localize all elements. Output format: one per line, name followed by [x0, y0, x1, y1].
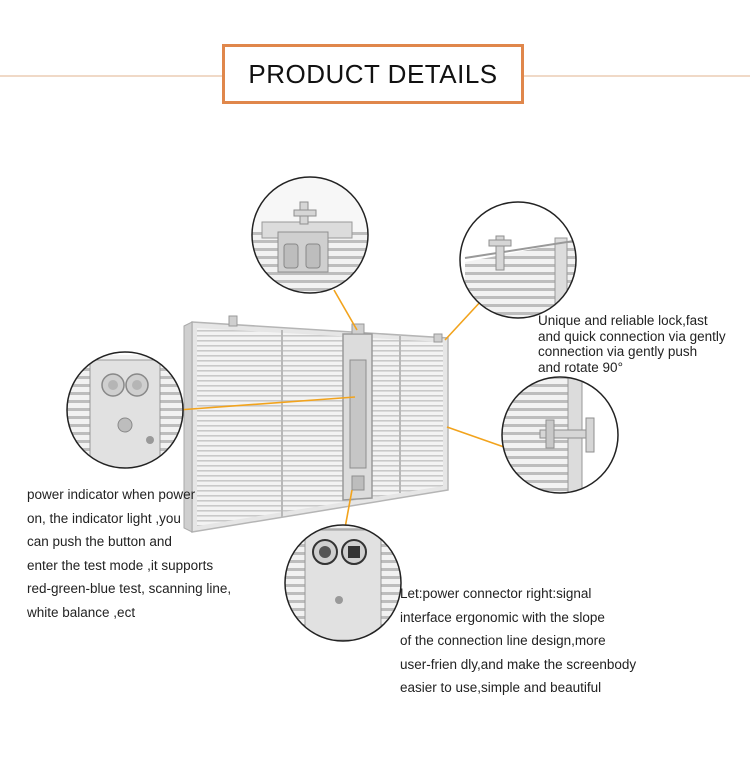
led-screen-panel — [183, 315, 449, 533]
header-rule-right — [524, 75, 750, 77]
note-power-connector: Let:power connector right:signal interfa… — [400, 586, 637, 695]
page-title: PRODUCT DETAILS — [222, 44, 524, 104]
note-lock: Unique and reliable lock,fast and quick … — [538, 313, 726, 375]
detail-circle-side-lock — [501, 376, 619, 494]
note-power-indicator: power indicator when power on, the indic… — [27, 487, 232, 620]
detail-circle-connectors — [284, 524, 402, 642]
detail-circle-power-indicator — [66, 351, 184, 469]
detail-circle-top-bracket — [251, 176, 369, 294]
header-rule-left — [0, 75, 222, 77]
callout-lines — [177, 289, 505, 529]
detail-circle-lock — [459, 201, 577, 319]
